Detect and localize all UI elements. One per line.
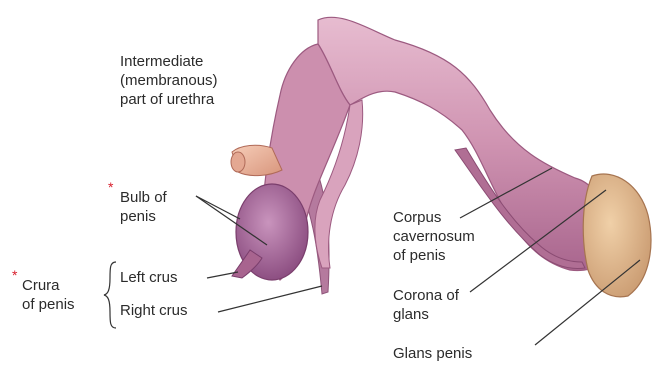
crura-asterisk: * <box>12 266 17 285</box>
label-intermediate-urethra: Intermediate (membranous) part of urethr… <box>120 52 218 109</box>
label-bulb-of-penis: Bulb of penis <box>120 188 167 226</box>
bulb-asterisk: * <box>108 178 113 197</box>
label-glans-penis: Glans penis <box>393 344 472 363</box>
label-right-crus: Right crus <box>120 301 188 320</box>
label-left-crus: Left crus <box>120 268 178 287</box>
urethra-opening <box>231 152 245 172</box>
label-corpus-cavernosum: Corpus cavernosum of penis <box>393 208 475 265</box>
crura-bracket <box>104 262 116 328</box>
label-corona-of-glans: Corona of glans <box>393 286 459 324</box>
label-crura-of-penis: Crura of penis <box>22 276 75 314</box>
